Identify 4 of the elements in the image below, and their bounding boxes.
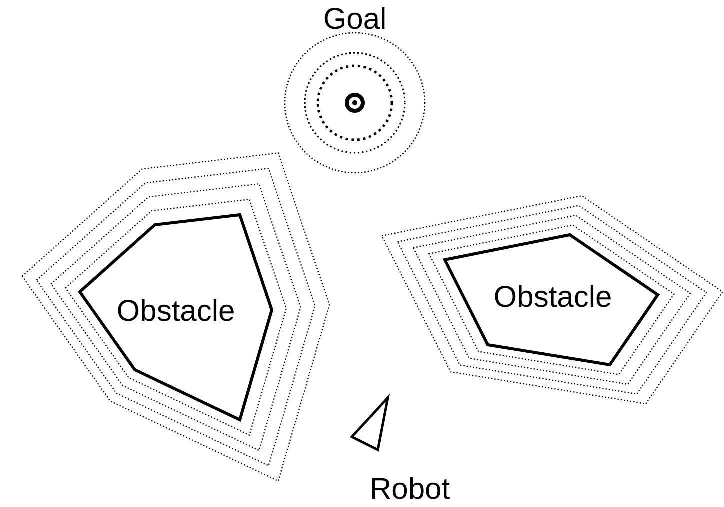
node-label: Robot [370, 472, 450, 507]
node-label: Goal [323, 2, 387, 38]
node-label: Obstacle [494, 281, 612, 315]
node-label: Obstacle [116, 295, 236, 329]
